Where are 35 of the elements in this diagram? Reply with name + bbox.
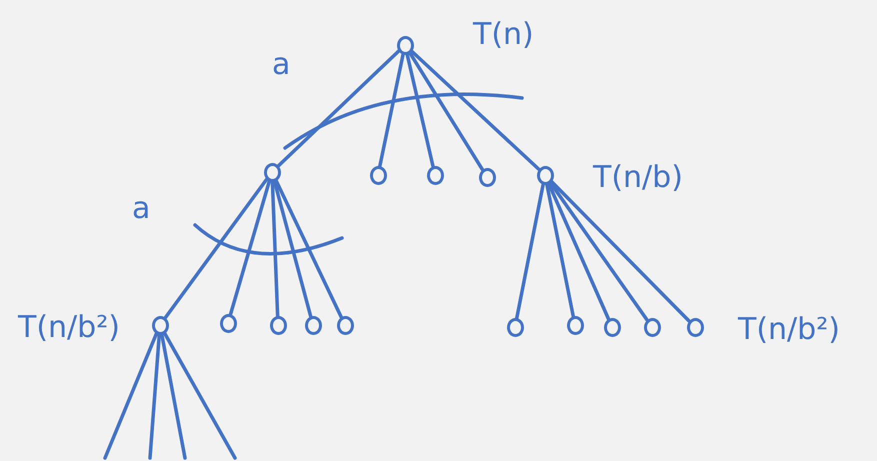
tree-node-circle [478,168,496,186]
recurrence-label: T(n/b²) [738,313,840,347]
tree-node-circle [264,162,280,182]
tree-branch [148,332,162,460]
tree-node-circle [220,314,236,332]
recurrence-label: T(n) [473,18,534,52]
tree-branch [515,182,545,320]
recurrence-label: T(n/b) [593,161,683,195]
branching-factor-label: a [132,192,150,226]
tree-branch [103,332,158,460]
tree-node-circle [506,318,524,336]
tree-branch [548,180,649,322]
tree-branch [270,179,280,318]
tree-branch [164,178,268,320]
tree-branch [162,331,237,460]
tree-node-circle [426,166,444,184]
tree-branch [408,50,484,172]
tree-node-circle [304,316,322,334]
tree-branch [545,182,575,318]
tree-branch [274,178,343,319]
tree-branch [410,49,540,171]
tree-branch [276,49,400,168]
recurrence-label: T(n/b²) [18,311,120,345]
tree-node-circle [336,316,354,334]
tree-branch [378,52,405,168]
tree-node-circle [370,166,386,184]
tree-node-circle [644,318,660,336]
tree-node-circle [604,318,620,336]
tree-branch [405,52,435,168]
tree-node-circle [566,316,584,334]
branching-factor-label: a [272,48,290,82]
tree-branch [228,178,272,316]
tree-branch [160,332,187,460]
tree-branch [550,180,690,322]
tree-node-circle [270,316,286,334]
